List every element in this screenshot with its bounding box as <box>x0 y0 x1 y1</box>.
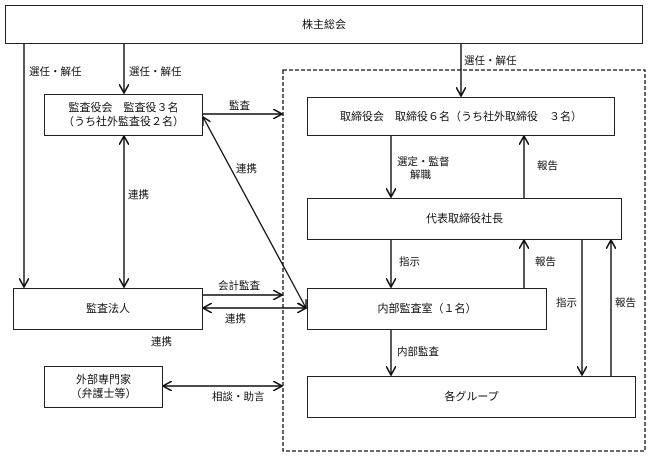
label-elect-board: 選任・解任 <box>464 55 517 67</box>
label-audit: 監査 <box>229 100 250 112</box>
label-cooperation-horizontal: 連携 <box>225 313 246 325</box>
internal-audit-office-label: 内部監査室（１名） <box>377 302 477 315</box>
label-cooperation-diagonal: 連携 <box>236 163 257 175</box>
president-label: 代表取締役社長 <box>426 212 503 225</box>
auditor-firm-label: 監査法人 <box>86 302 130 315</box>
label-dismiss: 解職 <box>410 169 431 181</box>
board-of-directors-box: 取締役会 取締役６名（うち社外取締役 ３名） <box>307 97 615 136</box>
label-instruct-internal: 指示 <box>399 256 420 268</box>
label-elect-audit-board: 選任・解任 <box>129 66 182 78</box>
audit-board-line2: （うち社外監査役２名） <box>63 115 184 128</box>
label-consult-advise: 相談・助言 <box>212 391 265 403</box>
management-region-dashed <box>282 69 646 452</box>
external-experts-line1: 外部専門家 <box>76 373 131 386</box>
board-of-directors-label: 取締役会 取締役６名（うち社外取締役 ３名） <box>340 109 582 123</box>
internal-audit-office-box: 内部監査室（１名） <box>307 288 547 330</box>
label-elect-auditor-firm: 選任・解任 <box>29 66 82 78</box>
label-report-from-groups: 報告 <box>615 297 636 309</box>
arrow-cooperation-diagonal <box>203 117 306 308</box>
label-instruct-groups: 指示 <box>556 297 577 309</box>
label-accounting-audit: 会計監査 <box>218 280 260 292</box>
label-internal-audit: 内部監査 <box>397 346 439 358</box>
label-select-supervise: 選定・監督 <box>397 156 450 168</box>
audit-board-line1: 監査役会 監査役３名 <box>68 101 179 114</box>
groups-box: 各グループ <box>307 376 636 418</box>
shareholders-meeting-label: 株主総会 <box>302 17 346 31</box>
groups-label: 各グループ <box>444 390 499 403</box>
shareholders-meeting-box: 株主総会 <box>5 5 643 44</box>
label-report-to-board: 報告 <box>537 160 558 172</box>
label-report-from-internal: 報告 <box>535 256 556 268</box>
auditor-firm-box: 監査法人 <box>13 288 203 330</box>
label-cooperation-vertical: 連携 <box>128 189 149 201</box>
audit-board-box: 監査役会 監査役３名 （うち社外監査役２名） <box>44 94 203 136</box>
president-box: 代表取締役社長 <box>307 198 622 240</box>
label-cooperation-bottom: 連携 <box>151 336 172 348</box>
external-experts-line2: （弁護士等） <box>70 387 137 400</box>
external-experts-box: 外部専門家 （弁護士等） <box>44 366 163 408</box>
